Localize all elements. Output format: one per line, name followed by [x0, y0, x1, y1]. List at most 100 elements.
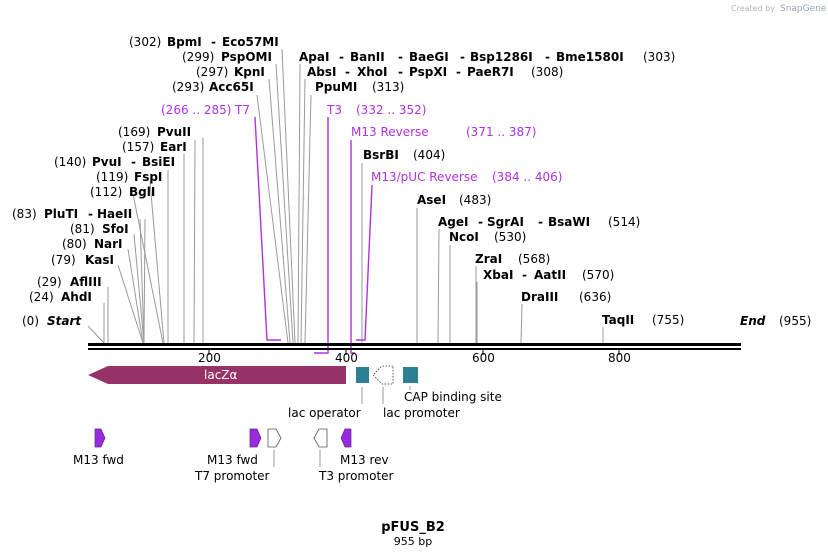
credit-text: Created by: [731, 4, 775, 13]
enzyme-pos: (299): [182, 50, 214, 64]
feature-leader-lines: [361, 386, 411, 404]
enzyme-pos: (530): [494, 230, 526, 244]
enzyme-name[interactable]: PvuI: [92, 155, 122, 169]
t3-promoter-arrow[interactable]: [313, 428, 328, 448]
enzyme-name[interactable]: BsaWI: [548, 215, 590, 229]
enzyme-separator: -: [545, 50, 550, 64]
enzyme-name[interactable]: PvuII: [157, 125, 191, 139]
enzyme-name[interactable]: KpnI: [234, 65, 265, 79]
enzyme-name[interactable]: PaeR7I: [467, 65, 514, 79]
enzyme-name[interactable]: SgrAI: [487, 215, 524, 229]
primer-name[interactable]: T7: [234, 103, 250, 117]
m13-rev-arrow[interactable]: [340, 428, 352, 448]
cap-site-label: CAP binding site: [404, 390, 502, 404]
enzyme-name[interactable]: XhoI: [357, 65, 388, 79]
axis-tick-marks: [208, 350, 620, 355]
enzyme-pos: (303): [643, 50, 675, 64]
enzyme-name[interactable]: BsrBI: [363, 148, 399, 162]
enzyme-name[interactable]: SfoI: [102, 222, 129, 236]
enzyme-pos: (514): [608, 215, 640, 229]
bottom-leader-lines: [273, 450, 321, 467]
m13-fwd-arrow-2[interactable]: [249, 428, 262, 448]
end-position: (955): [779, 314, 811, 328]
enzyme-name[interactable]: PpuMI: [315, 80, 357, 94]
enzyme-name[interactable]: BsiEI: [142, 155, 175, 169]
m13-fwd-label-2: M13 fwd: [207, 453, 258, 467]
lacz-arrow-shape: [88, 366, 346, 384]
enzyme-pos: (80): [62, 237, 87, 251]
enzyme-name[interactable]: Acc65I: [209, 80, 254, 94]
enzyme-separator: -: [345, 65, 350, 79]
enzyme-pos: (169): [118, 125, 150, 139]
primer-range: (266 .. 285): [161, 103, 231, 117]
enzyme-pos: (29): [37, 275, 62, 289]
primer-range: (371 .. 387): [466, 125, 536, 139]
enzyme-name[interactable]: NcoI: [449, 230, 479, 244]
enzyme-name[interactable]: AgeI: [438, 215, 468, 229]
primer-name[interactable]: T3: [326, 103, 342, 117]
lac-operator-label: lac operator: [288, 406, 361, 420]
enzyme-name[interactable]: AatII: [534, 268, 566, 282]
axis-tick-800: 800: [608, 351, 631, 365]
enzyme-pos: (112): [90, 185, 122, 199]
enzyme-name[interactable]: EarI: [160, 140, 187, 154]
enzyme-name[interactable]: BpmI: [167, 35, 202, 49]
enzyme-name[interactable]: XbaI: [483, 268, 513, 282]
enzyme-pos: (568): [518, 252, 550, 266]
enzyme-pos: (157): [122, 140, 154, 154]
lacz-feature[interactable]: lacZα: [88, 366, 346, 384]
m13-rev-label: M13 rev: [340, 453, 389, 467]
enzyme-name[interactable]: PspOMI: [221, 50, 272, 64]
enzyme-separator: -: [88, 207, 93, 221]
enzyme-pos: (636): [579, 290, 611, 304]
enzyme-name[interactable]: BglI: [129, 185, 155, 199]
end-label: End: [740, 314, 766, 328]
enzyme-name[interactable]: BanII: [350, 50, 385, 64]
enzyme-name[interactable]: PluTI: [44, 207, 78, 221]
enzyme-name[interactable]: Eco57MI: [222, 35, 279, 49]
m13-fwd-label-1: M13 fwd: [73, 453, 124, 467]
lac-promoter-arrow[interactable]: [372, 365, 394, 385]
enzyme-name[interactable]: ZraI: [475, 252, 502, 266]
lacz-label: lacZα: [204, 368, 238, 382]
enzyme-name[interactable]: KasI: [85, 253, 114, 267]
enzyme-name[interactable]: TaqII: [602, 313, 634, 327]
lac-operator-box[interactable]: [356, 367, 369, 383]
enzyme-name[interactable]: Bme1580I: [556, 50, 624, 64]
enzyme-separator: -: [478, 215, 483, 229]
plasmid-length: 955 bp: [394, 535, 432, 548]
enzyme-pos: (404): [413, 148, 445, 162]
enzyme-name[interactable]: HaeII: [97, 207, 132, 221]
enzyme-name[interactable]: BaeGI: [409, 50, 449, 64]
enzyme-name[interactable]: Bsp1286I: [470, 50, 533, 64]
primer-name[interactable]: M13 Reverse: [351, 125, 429, 139]
enzyme-pos: (83): [12, 207, 37, 221]
primer-range: (384 .. 406): [492, 170, 562, 184]
enzyme-separator: -: [211, 35, 216, 49]
enzyme-name[interactable]: AbsI: [307, 65, 336, 79]
m13-fwd-arrow-1[interactable]: [94, 428, 106, 448]
cap-binding-site-box[interactable]: [403, 367, 418, 383]
enzyme-separator: -: [460, 50, 465, 64]
primer-leader-lines: [254, 116, 373, 354]
enzyme-name[interactable]: AseI: [417, 193, 446, 207]
enzyme-pos: (119): [96, 170, 128, 184]
enzyme-name[interactable]: FspI: [134, 170, 162, 184]
enzyme-separator: -: [456, 65, 461, 79]
enzyme-pos: (302): [129, 35, 161, 49]
t7-promoter-arrow[interactable]: [267, 428, 282, 448]
primer-range: (332 .. 352): [356, 103, 426, 117]
start-position: (0): [22, 314, 39, 328]
axis-tick-200: 200: [198, 351, 221, 365]
enzyme-name[interactable]: AhdI: [61, 290, 92, 304]
enzyme-name[interactable]: PspXI: [409, 65, 447, 79]
primer-name[interactable]: M13/pUC Reverse: [371, 170, 478, 184]
dna-backbone: [88, 343, 741, 350]
enzyme-name[interactable]: AflIII: [70, 275, 102, 289]
credit-brand: SnapGene: [780, 4, 827, 14]
t7-promoter-label: T7 promoter: [194, 469, 270, 483]
enzyme-name[interactable]: NarI: [94, 237, 123, 251]
enzyme-name[interactable]: DraIII: [521, 290, 558, 304]
enzyme-name[interactable]: ApaI: [299, 50, 329, 64]
axis-tick-400: 400: [335, 351, 358, 365]
